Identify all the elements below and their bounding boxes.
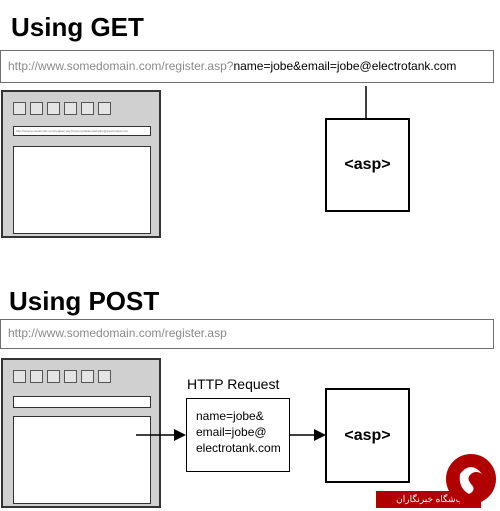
post-server-label: <asp> <box>344 426 391 444</box>
post-section-title: Using POST <box>9 286 160 316</box>
get-url-query: name=jobe&email=jobe@electrotank.com <box>233 59 457 73</box>
toolbar-button-icon <box>13 102 26 115</box>
post-arrow-to-server-icon <box>290 429 326 441</box>
toolbar-button-icon <box>64 102 77 115</box>
post-url-bar: http://www.somedomain.com/register.asp <box>0 319 494 349</box>
post-browser-content-area <box>13 416 151 504</box>
request-line: electrotank.com <box>196 441 281 455</box>
request-line: email=jobe@ <box>196 425 267 439</box>
toolbar-button-icon <box>81 370 94 383</box>
post-arrow-to-request-icon <box>136 429 186 441</box>
get-browser-address-field: http://www.somedomain.com/register.asp?n… <box>13 126 151 136</box>
post-server-box: <asp> <box>325 388 410 483</box>
toolbar-button-icon <box>30 102 43 115</box>
get-server-label: <asp> <box>344 156 391 173</box>
toolbar-button-icon <box>47 102 60 115</box>
toolbar-button-icon <box>47 370 60 383</box>
get-browser-window: http://www.somedomain.com/register.asp?n… <box>1 90 161 238</box>
http-request-label: HTTP Request <box>187 376 280 392</box>
watermark-logo-icon <box>446 454 496 504</box>
get-url-base: http://www.somedomain.com/register.asp? <box>8 59 234 73</box>
toolbar-button-icon <box>64 370 77 383</box>
toolbar-button-icon <box>98 102 111 115</box>
http-request-box: name=jobe& email=jobe@ electrotank.com <box>186 398 290 472</box>
get-url-bar: http://www.somedomain.com/register.asp?n… <box>0 50 494 83</box>
toolbar-button-icon <box>81 102 94 115</box>
get-browser-content-area <box>13 146 151 234</box>
get-section-title: Using GET <box>11 12 144 42</box>
post-browser-address-field <box>13 396 151 408</box>
post-url: http://www.somedomain.com/register.asp <box>8 326 227 340</box>
toolbar-button-icon <box>13 370 26 383</box>
toolbar-button-icon <box>30 370 43 383</box>
post-browser-toolbar <box>13 370 111 383</box>
get-server-box: <asp> <box>325 118 410 212</box>
toolbar-button-icon <box>98 370 111 383</box>
request-line: name=jobe& <box>196 409 264 423</box>
post-browser-window <box>1 358 161 508</box>
watermark-text: باشگاه خبرنگاران <box>396 494 461 504</box>
get-browser-toolbar <box>13 102 111 115</box>
